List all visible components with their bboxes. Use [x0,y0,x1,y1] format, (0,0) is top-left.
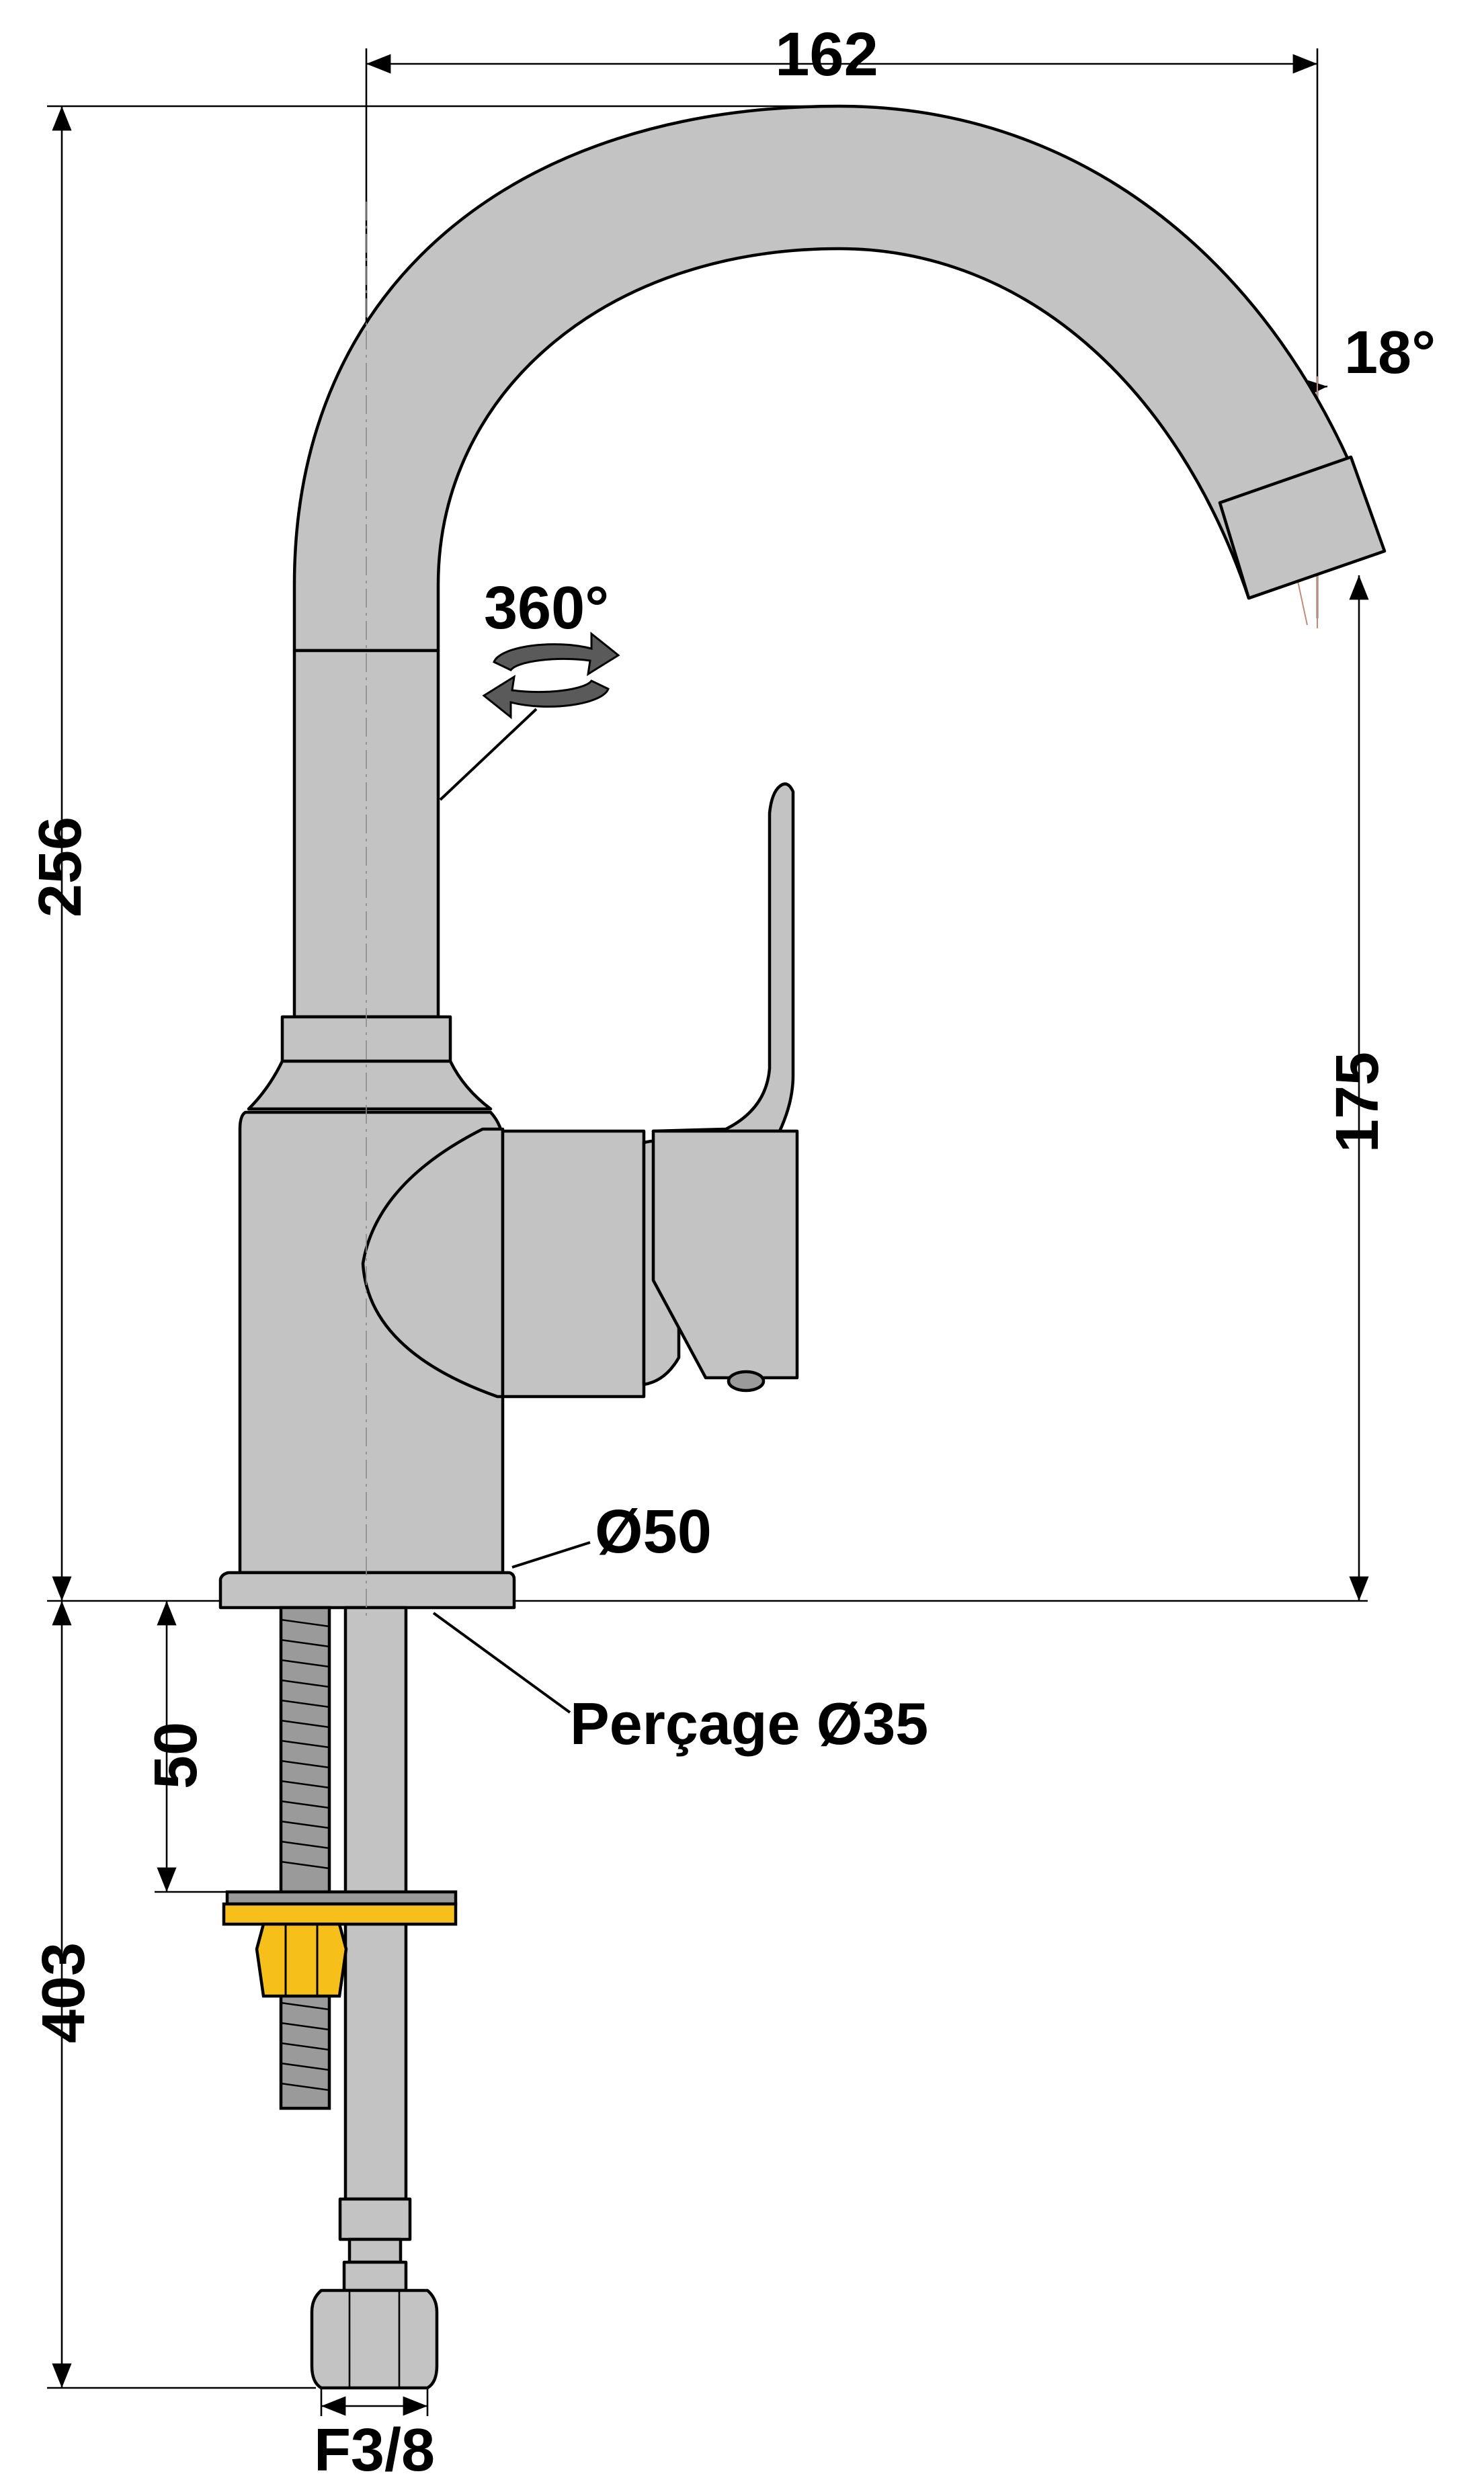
hose-nut [310,2288,439,2390]
base-ring [218,1571,516,1610]
stud-length-label: 50 [142,1722,210,1789]
lever-handle [651,782,795,1133]
base-diameter-label: Ø50 [595,1497,712,1566]
rotation-label: 360° [484,575,609,642]
hose-neck-1 [347,2237,403,2264]
connection-label: F3/8 [314,2417,435,2484]
hose-neck-2 [342,2260,408,2292]
threaded-stud [279,1606,331,2110]
spout-tip [1218,455,1387,600]
washer-plate [225,1890,458,1906]
hose-length-label: 403 [30,1942,97,2043]
lever-screw [727,1370,766,1393]
yellow-nut [255,1922,348,1998]
overall-width-label: 162 [775,20,878,89]
hose-crimp [338,2197,412,2241]
collar-neck [247,1059,493,1111]
body-recess [361,1127,505,1399]
overall-height-label: 256 [27,817,94,917]
circular-arrows-icon [482,631,620,720]
faucet [218,104,1387,1610]
spout-angle-label: 18° [1344,319,1436,386]
spout-height-label: 175 [1324,1052,1391,1153]
spout [292,104,1385,653]
yellow-washer [222,1902,458,1926]
drilling-label: Perçage Ø35 [570,1690,928,1757]
under-counter [222,1606,458,2390]
leader-lines [432,708,591,1714]
lever-housing [501,1129,646,1399]
